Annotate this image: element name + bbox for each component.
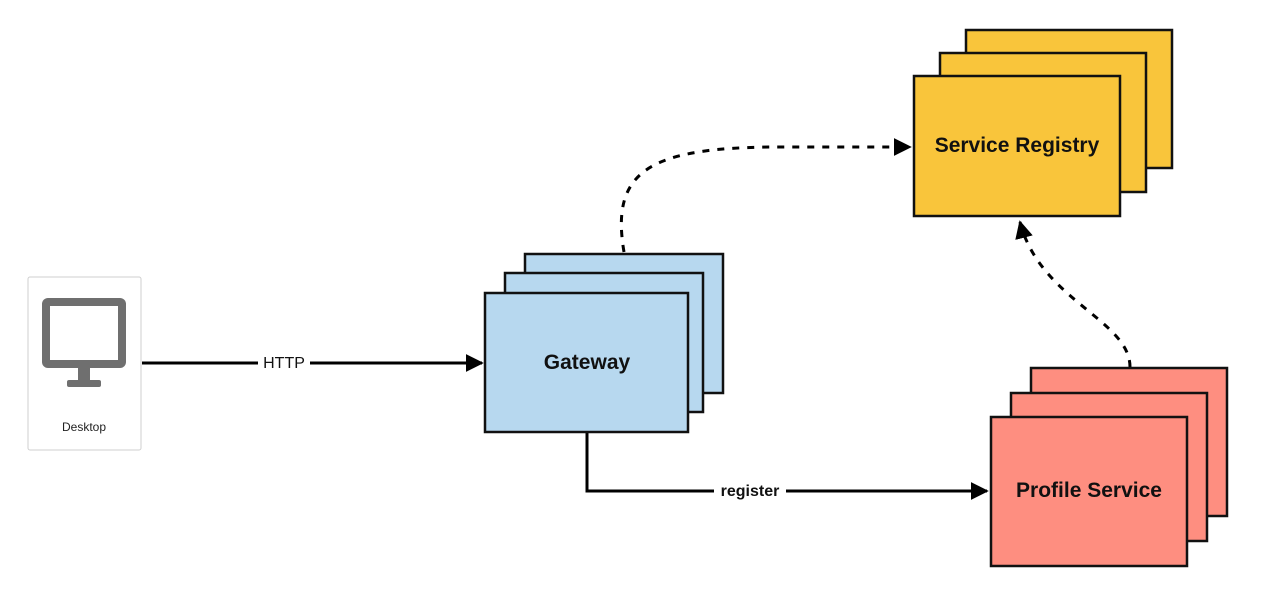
- edge-gateway-to-profile: register: [585, 432, 989, 500]
- gateway-node[interactable]: Gateway: [483, 252, 725, 434]
- service-registry-title: Service Registry: [935, 134, 1100, 157]
- profile-to-registry-dashed-arrow: [1015, 220, 1132, 368]
- profile-service-title: Profile Service: [1016, 479, 1162, 502]
- registry-box: [912, 74, 1122, 218]
- service-registry-node[interactable]: Service Registry: [912, 28, 1174, 218]
- desktop-label: Desktop: [62, 420, 106, 434]
- register-arrow: [585, 432, 989, 500]
- profile-service-box: [989, 415, 1189, 568]
- desktop-node[interactable]: Desktop: [27, 276, 142, 451]
- http-label-bg: [258, 352, 310, 372]
- http-label: HTTP: [263, 355, 305, 372]
- register-label-bg: [714, 480, 786, 500]
- register-label: register: [721, 483, 780, 500]
- profile-service-node[interactable]: Profile Service: [989, 366, 1229, 568]
- edge-desktop-to-gateway: HTTP: [142, 352, 484, 372]
- monitor-icon: [42, 298, 126, 387]
- gateway-to-registry-dashed-arrow: [619, 138, 912, 253]
- gateway-title: Gateway: [544, 351, 631, 374]
- gateway-box: [483, 291, 690, 434]
